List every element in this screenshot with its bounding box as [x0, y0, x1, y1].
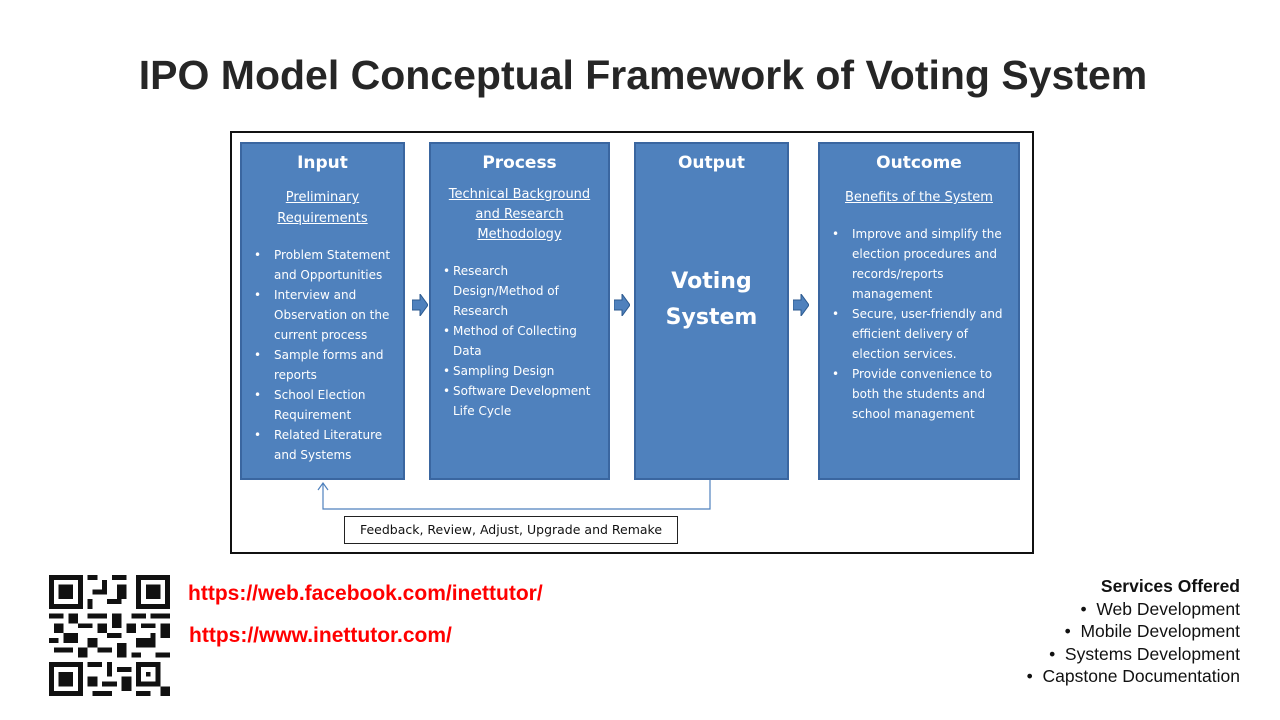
outcome-list: Improve and simplify the election proced… [832, 224, 1018, 424]
service-item: Mobile Development [1027, 620, 1240, 643]
list-item: Research Design/Method of Research [443, 261, 602, 321]
list-item: Improve and simplify the election proced… [832, 224, 1012, 304]
input-box: Input Preliminary Requirements Problem S… [240, 142, 405, 480]
list-item: Interview and Observation on the current… [254, 285, 395, 345]
list-item: Related Literature and Systems [254, 425, 395, 465]
output-line-1: Voting [671, 269, 752, 294]
input-subtitle: Preliminary Requirements [277, 190, 368, 226]
output-label: Voting System [636, 264, 787, 336]
list-item: Software Development Life Cycle [443, 381, 602, 421]
website-link[interactable]: https://www.inettutor.com/ [189, 624, 452, 647]
ipo-diagram: Input Preliminary Requirements Problem S… [230, 131, 1034, 554]
outcome-header: Outcome [876, 153, 962, 173]
list-item: Method of Collecting Data [443, 321, 602, 361]
service-item: Capstone Documentation [1027, 665, 1240, 688]
arrow-right-icon [793, 294, 809, 316]
list-item: Sampling Design [443, 361, 602, 381]
output-header: Output [677, 153, 746, 173]
service-item: Systems Development [1027, 643, 1240, 666]
arrow-right-icon [412, 294, 428, 316]
process-box: Process Technical Background and Researc… [429, 142, 610, 480]
input-list: Problem Statement and Opportunities Inte… [254, 245, 403, 465]
list-item: Secure, user-friendly and efficient deli… [832, 304, 1012, 364]
feedback-label: Feedback, Review, Adjust, Upgrade and Re… [344, 516, 678, 544]
output-box: Output Voting System [634, 142, 789, 480]
outcome-box: Outcome Benefits of the System Improve a… [818, 142, 1020, 480]
arrow-right-icon [614, 294, 630, 316]
facebook-link[interactable]: https://web.facebook.com/inettutor/ [188, 582, 543, 605]
qr-code-icon [49, 575, 170, 696]
process-subtitle: Technical Background and Research Method… [448, 187, 591, 242]
services-offered: Services Offered Web Development Mobile … [1027, 575, 1240, 688]
list-item: Provide convenience to both the students… [832, 364, 1012, 424]
input-header: Input [297, 153, 348, 173]
process-header: Process [482, 153, 557, 173]
list-item: Problem Statement and Opportunities [254, 245, 395, 285]
process-list: Research Design/Method of Research Metho… [443, 261, 608, 421]
service-item: Web Development [1027, 598, 1240, 621]
output-line-2: System [665, 305, 758, 330]
outcome-subtitle: Benefits of the System [845, 190, 993, 205]
services-title: Services Offered [1100, 576, 1240, 596]
list-item: School Election Requirement [254, 385, 395, 425]
list-item: Sample forms and reports [254, 345, 395, 385]
page-title: IPO Model Conceptual Framework of Voting… [138, 52, 1148, 98]
